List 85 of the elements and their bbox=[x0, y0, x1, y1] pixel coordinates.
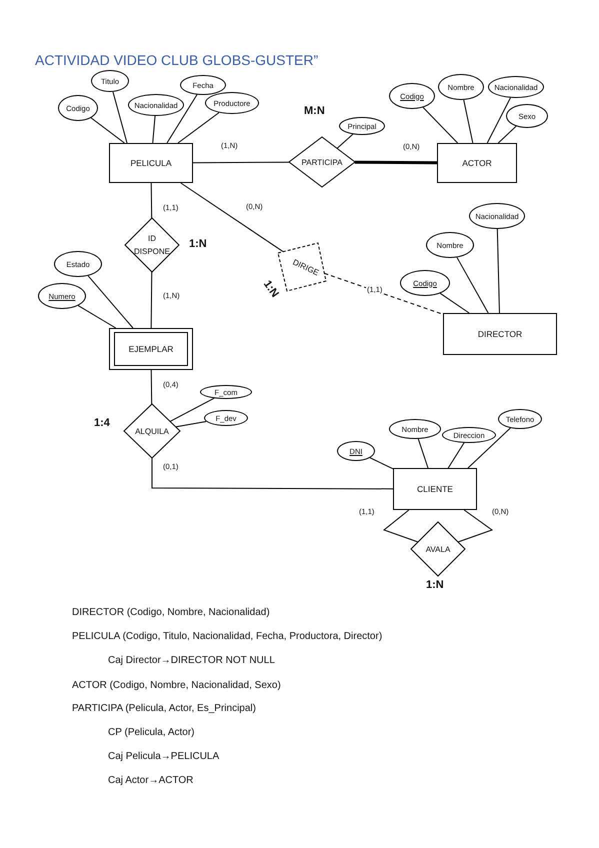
entity-box bbox=[443, 313, 557, 355]
relationship-name: ID bbox=[148, 233, 156, 245]
relationship-line bbox=[180, 182, 284, 252]
attribute-ellipse bbox=[339, 117, 385, 135]
attribute-line bbox=[112, 91, 128, 144]
constraint-text: Caj Pelicula→PELICULA bbox=[108, 751, 220, 762]
attribute-ellipse bbox=[389, 83, 435, 109]
attribute-ellipse bbox=[54, 251, 102, 277]
constraint-text: Caj Actor→ACTOR bbox=[108, 775, 194, 786]
attribute-line bbox=[486, 97, 511, 144]
relationship-name: ALQUILA bbox=[135, 426, 169, 436]
entity-name: ACTOR bbox=[462, 158, 492, 168]
relationship-line bbox=[457, 510, 494, 542]
attribute-ellipse bbox=[205, 92, 259, 114]
constraint-text: Caj Director→DIRECTOR NOT NULL bbox=[108, 655, 275, 666]
relation-schema: PARTICIPA (Pelicula, Actor, Es_Principal) bbox=[72, 703, 256, 714]
attribute-ellipse bbox=[204, 410, 248, 426]
relationship-line bbox=[192, 162, 290, 164]
attribute-line bbox=[178, 112, 220, 144]
entity-name: PELICULA bbox=[130, 158, 172, 168]
attribute-line bbox=[456, 256, 489, 314]
relationship-diamond bbox=[289, 137, 355, 187]
entity-name: CLIENTE bbox=[417, 484, 453, 494]
diagram-title: ACTIVIDAD VIDEO CLUB GLOBS-GUSTER” bbox=[35, 52, 318, 68]
attribute-line bbox=[166, 94, 198, 144]
relation-schema: PELICULA (Codigo, Titulo, Nacionalidad, Fecha, Productora, Director) bbox=[72, 631, 382, 642]
attribute-ellipse bbox=[438, 74, 484, 100]
attribute-ellipse bbox=[506, 104, 548, 128]
attribute-ellipse bbox=[58, 95, 98, 121]
attribute-line bbox=[498, 126, 517, 144]
attribute-ellipse bbox=[469, 203, 525, 229]
attribute-ellipse bbox=[426, 232, 474, 258]
weak-entity-box bbox=[109, 328, 193, 370]
relation-schema: DIRECTOR (Codigo, Nombre, Nacionalidad) bbox=[72, 607, 270, 618]
relationship-diamond bbox=[124, 404, 180, 458]
relationship-line bbox=[150, 271, 152, 328]
relationship-line bbox=[150, 182, 152, 219]
relationship-line bbox=[152, 458, 394, 490]
cardinality-ratio: 1:N bbox=[426, 579, 444, 591]
attribute-line bbox=[418, 438, 428, 468]
relationship-diamond bbox=[125, 218, 179, 272]
relationship-line bbox=[354, 160, 438, 164]
relationship-name: PARTICIPA bbox=[302, 158, 342, 166]
attribute-ellipse bbox=[389, 419, 441, 439]
attribute-line bbox=[88, 275, 134, 328]
entity-name: EJEMPLAR bbox=[128, 344, 174, 354]
attribute-ellipse bbox=[442, 427, 496, 443]
attribute-line bbox=[496, 228, 500, 314]
attribute-line bbox=[175, 420, 207, 428]
attribute-ellipse bbox=[180, 75, 226, 95]
relationship-line bbox=[382, 510, 419, 542]
attribute-line bbox=[78, 305, 116, 328]
entity-box bbox=[393, 468, 477, 510]
attribute-line bbox=[422, 106, 458, 144]
attribute-line bbox=[152, 116, 156, 144]
attribute-ellipse bbox=[337, 441, 375, 461]
cardinality-ratio: 1:N bbox=[189, 238, 207, 250]
relationship-line bbox=[150, 370, 152, 405]
entity-box bbox=[437, 143, 517, 183]
attribute-ellipse bbox=[400, 270, 450, 296]
attribute-line bbox=[440, 292, 470, 314]
entity-name: DIRECTOR bbox=[478, 329, 522, 339]
relationship-name: AVALA bbox=[426, 544, 450, 554]
relation-schema: ACTOR (Codigo, Nombre, Nacionalidad, Sexo) bbox=[72, 680, 281, 691]
relationship-line bbox=[324, 272, 444, 315]
attribute-ellipse bbox=[128, 94, 184, 116]
attribute-ellipse bbox=[498, 409, 542, 429]
attribute-line bbox=[370, 457, 394, 470]
attribute-line bbox=[463, 99, 474, 144]
relationship-diamond bbox=[411, 522, 465, 576]
constraint-text: CP (Pelicula, Actor) bbox=[108, 727, 195, 738]
attribute-line bbox=[448, 442, 465, 468]
attribute-line bbox=[90, 117, 125, 144]
attribute-line bbox=[170, 398, 215, 422]
attribute-line bbox=[468, 428, 511, 468]
cardinality-ratio: 1:4 bbox=[94, 417, 110, 429]
relationship-name: DISPONE bbox=[134, 246, 170, 258]
attribute-ellipse bbox=[91, 70, 129, 92]
entity-box bbox=[109, 143, 193, 183]
attribute-ellipse bbox=[38, 283, 86, 309]
attribute-ellipse bbox=[200, 385, 252, 399]
attribute-line bbox=[336, 134, 354, 149]
cardinality-ratio: M:N bbox=[304, 105, 325, 117]
attribute-ellipse bbox=[488, 76, 544, 98]
cardinality-ratio: 1:N bbox=[260, 278, 281, 300]
